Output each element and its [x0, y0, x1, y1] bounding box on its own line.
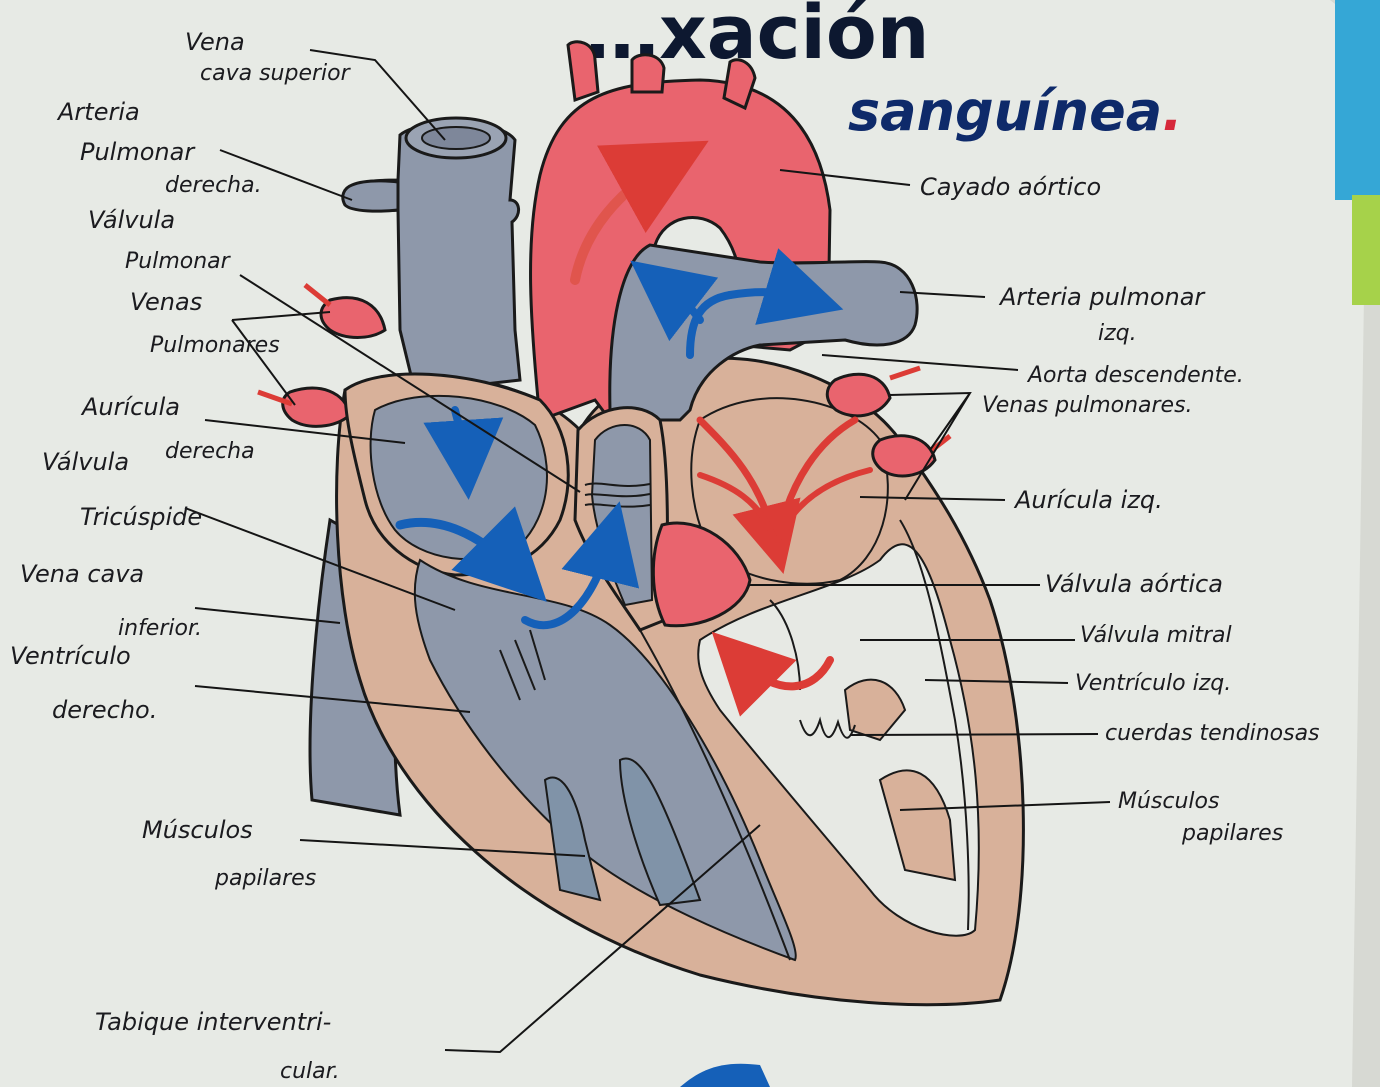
label-vena-cava-superior-2: cava superior: [200, 61, 352, 86]
label-venas-pulmonares-left-1: Venas: [130, 288, 202, 316]
label-auricula-derecha-2: derecha: [165, 439, 255, 464]
aorta-branch-2: [632, 55, 664, 92]
label-venas-pulmonares-right: Venas pulmonares.: [982, 393, 1193, 418]
label-tabique-1: Tabique interventri-: [95, 1008, 331, 1036]
label-valvula-pulmonar-2: Pulmonar: [125, 249, 232, 274]
label-ventriculo-izq: Ventrículo izq.: [1075, 671, 1231, 696]
arteria-pulmonar-derecha-shape: [343, 181, 398, 211]
label-cuerdas-tendinosas: cuerdas tendinosas: [1105, 721, 1320, 746]
label-valvula-pulmonar-1: Válvula: [88, 206, 175, 234]
blue-tab: [1335, 0, 1380, 200]
label-auricula-izq: Aurícula izq.: [1013, 486, 1163, 514]
title-line2: sanguínea.: [848, 80, 1183, 143]
label-vena-cava-superior-1: Vena: [185, 28, 245, 56]
label-ventriculo-derecho-2: derecho.: [52, 696, 157, 724]
label-arteria-pulmonar-derecha-1: Arteria: [56, 98, 140, 126]
label-venas-pulmonares-left-2: Pulmonares: [150, 333, 280, 358]
label-musculos-papilares-right-1: Músculos: [1118, 789, 1219, 814]
label-valvula-tricuspide-2: Tricúspide: [80, 503, 202, 531]
label-arteria-pulmonar-izq-2: izq.: [1098, 321, 1137, 346]
green-tab: [1352, 195, 1380, 305]
label-musculos-papilares-right-2: papilares: [1181, 821, 1283, 846]
label-valvula-mitral: Válvula mitral: [1080, 623, 1232, 648]
label-aorta-descendente: Aorta descendente.: [1026, 363, 1244, 388]
label-tabique-2: cular.: [280, 1059, 340, 1084]
label-auricula-derecha-1: Aurícula: [80, 393, 180, 421]
label-cayado-aortico: Cayado aórtico: [920, 173, 1101, 201]
label-vena-cava-inferior-2: inferior.: [118, 616, 202, 641]
label-arteria-pulmonar-derecha-2: Pulmonar: [80, 138, 196, 166]
label-musculos-papilares-left-2: papilares: [214, 866, 316, 891]
label-vena-cava-inferior-1: Vena cava: [20, 560, 144, 588]
label-musculos-papilares-left-1: Músculos: [142, 816, 253, 844]
vena-pulmonar-right-1: [827, 374, 890, 416]
label-ventriculo-derecho-1: Ventrículo: [10, 642, 131, 670]
label-valvula-tricuspide-1: Válvula: [42, 448, 129, 476]
label-valvula-aortica: Válvula aórtica: [1045, 570, 1223, 598]
aorta-branch-1: [568, 42, 598, 100]
label-arteria-pulmonar-derecha-3: derecha.: [165, 173, 262, 198]
label-arteria-pulmonar-izq-1: Arteria pulmonar: [998, 283, 1206, 311]
